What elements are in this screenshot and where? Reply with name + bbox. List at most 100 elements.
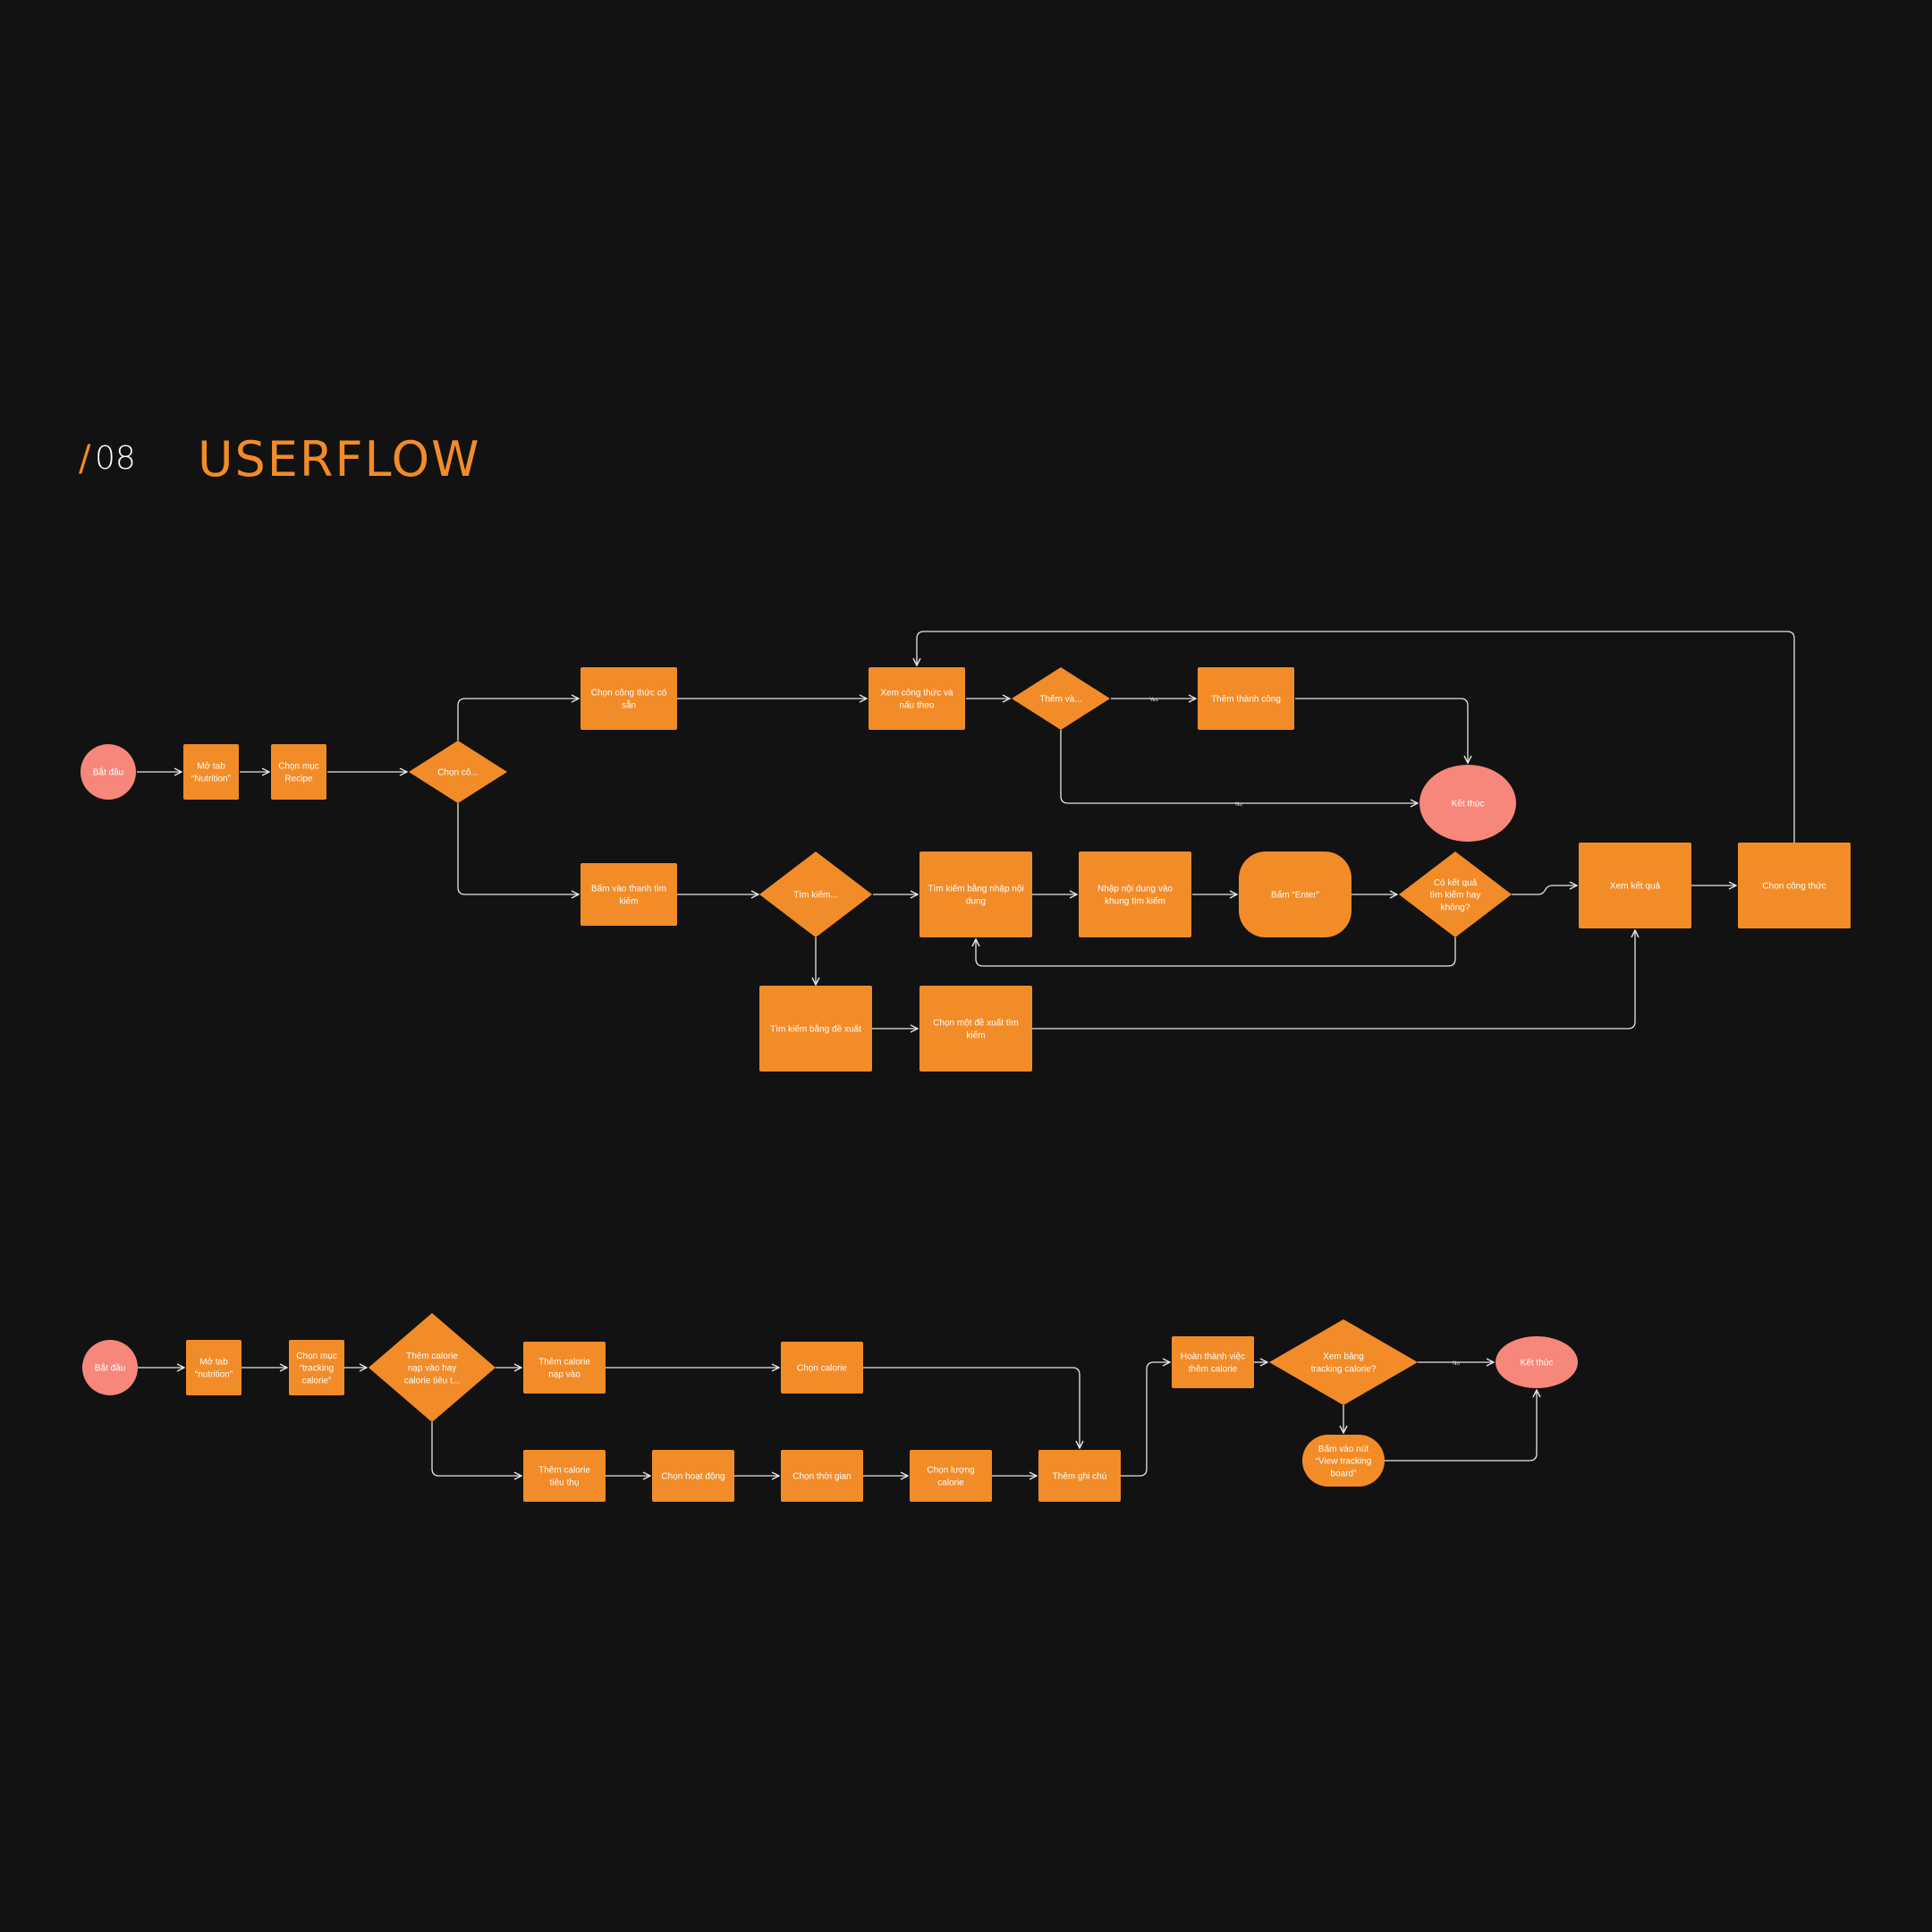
edge-label: No [1235, 802, 1242, 808]
node-label: Mở tab“Nutrition” [191, 761, 231, 784]
node-shape [919, 852, 1032, 937]
node-label: Thêm thành công [1211, 695, 1281, 705]
node-shape [910, 1450, 992, 1502]
node-shape [82, 1340, 138, 1395]
node-shape [869, 667, 965, 730]
node-shape [1198, 667, 1294, 730]
section-slash: / [79, 438, 91, 479]
node-flow1-end: Kết thúc [1419, 765, 1516, 842]
node-flow1-open-tab: Mở tab“Nutrition” [183, 744, 239, 800]
node-shape [289, 1340, 344, 1395]
connector-arrow [1295, 698, 1468, 763]
connector-arrow [1121, 1362, 1170, 1477]
node-shape [919, 986, 1032, 1072]
node-flow2-choose-calorie: Chọn calorie [781, 1342, 863, 1394]
node-label: Bấm “Enter” [1271, 890, 1319, 901]
node-flow1-choose-recipe-final: Chọn công thức [1738, 843, 1851, 928]
node-label: Chọn hoạt động [661, 1472, 724, 1482]
node-shape [759, 852, 872, 937]
node-flow1-start: Bắt đầu [80, 744, 136, 800]
node-label: Kết thúc [1521, 1358, 1554, 1368]
node-flow2-add-note: Thêm ghi chú [1038, 1450, 1121, 1502]
node-flow2-choose-activity: Chọn hoạt động [652, 1450, 734, 1502]
node-shape [183, 744, 239, 800]
node-shape [1496, 1336, 1578, 1388]
connector-arrow [1512, 886, 1577, 895]
section-number: 08 [95, 440, 136, 477]
connector-arrow [917, 631, 1795, 843]
node-label: Xem kết quả [1610, 881, 1661, 892]
node-flow1-search-suggest: Tìm kiếm bằng đề xuất [759, 986, 872, 1072]
flow-connectors [137, 631, 1795, 1477]
node-flow1-decision-add: Thêm và... [1012, 667, 1110, 730]
node-label: Chọn công thức [1762, 882, 1826, 892]
node-shape [1579, 843, 1691, 928]
connector-arrow [1385, 1390, 1537, 1462]
node-shape [652, 1450, 734, 1502]
node-shape [369, 1313, 496, 1422]
connector-arrow [457, 699, 579, 741]
node-shape [409, 741, 507, 803]
connector-arrow [863, 1367, 1080, 1448]
node-label: Tìm kiếm... [793, 890, 837, 901]
node-label: Bắt đầu [93, 767, 123, 778]
node-flow2-end: Kết thúc [1496, 1336, 1578, 1388]
node-shape [1172, 1336, 1254, 1388]
connector-arrow [457, 803, 579, 894]
node-label: Thêm và... [1039, 695, 1081, 705]
node-flow1-add-success: Thêm thành công [1198, 667, 1294, 730]
node-shape [781, 1450, 863, 1502]
connector-arrow [976, 937, 1456, 967]
node-shape [80, 744, 136, 800]
page-title: USERFLOW [198, 431, 481, 487]
node-shape [759, 986, 872, 1072]
node-shape [781, 1342, 863, 1394]
node-shape [186, 1340, 242, 1395]
node-label: Chọn calorie [797, 1364, 848, 1374]
node-flow2-start: Bắt đầu [82, 1340, 138, 1395]
node-flow1-decision-search: Tìm kiếm... [759, 852, 872, 937]
page-header: / 08 USERFLOW [0, 0, 1932, 501]
node-shape [1738, 843, 1851, 928]
connector-arrow [431, 1422, 521, 1476]
edge-label: No [1453, 1361, 1460, 1367]
node-shape [1012, 667, 1110, 730]
node-flow2-choose-time: Chọn thời gian [781, 1450, 863, 1502]
node-label: Mở tab“nutrition” [195, 1357, 233, 1380]
node-shape [1302, 1435, 1385, 1487]
node-shape [1079, 852, 1191, 937]
node-flow1-view-result: Xem kết quả [1579, 843, 1691, 928]
node-shape [580, 667, 677, 730]
edge-label: Yes [1149, 698, 1158, 703]
node-shape [1399, 852, 1512, 937]
node-shape [271, 744, 326, 800]
node-shape [1269, 1319, 1418, 1405]
